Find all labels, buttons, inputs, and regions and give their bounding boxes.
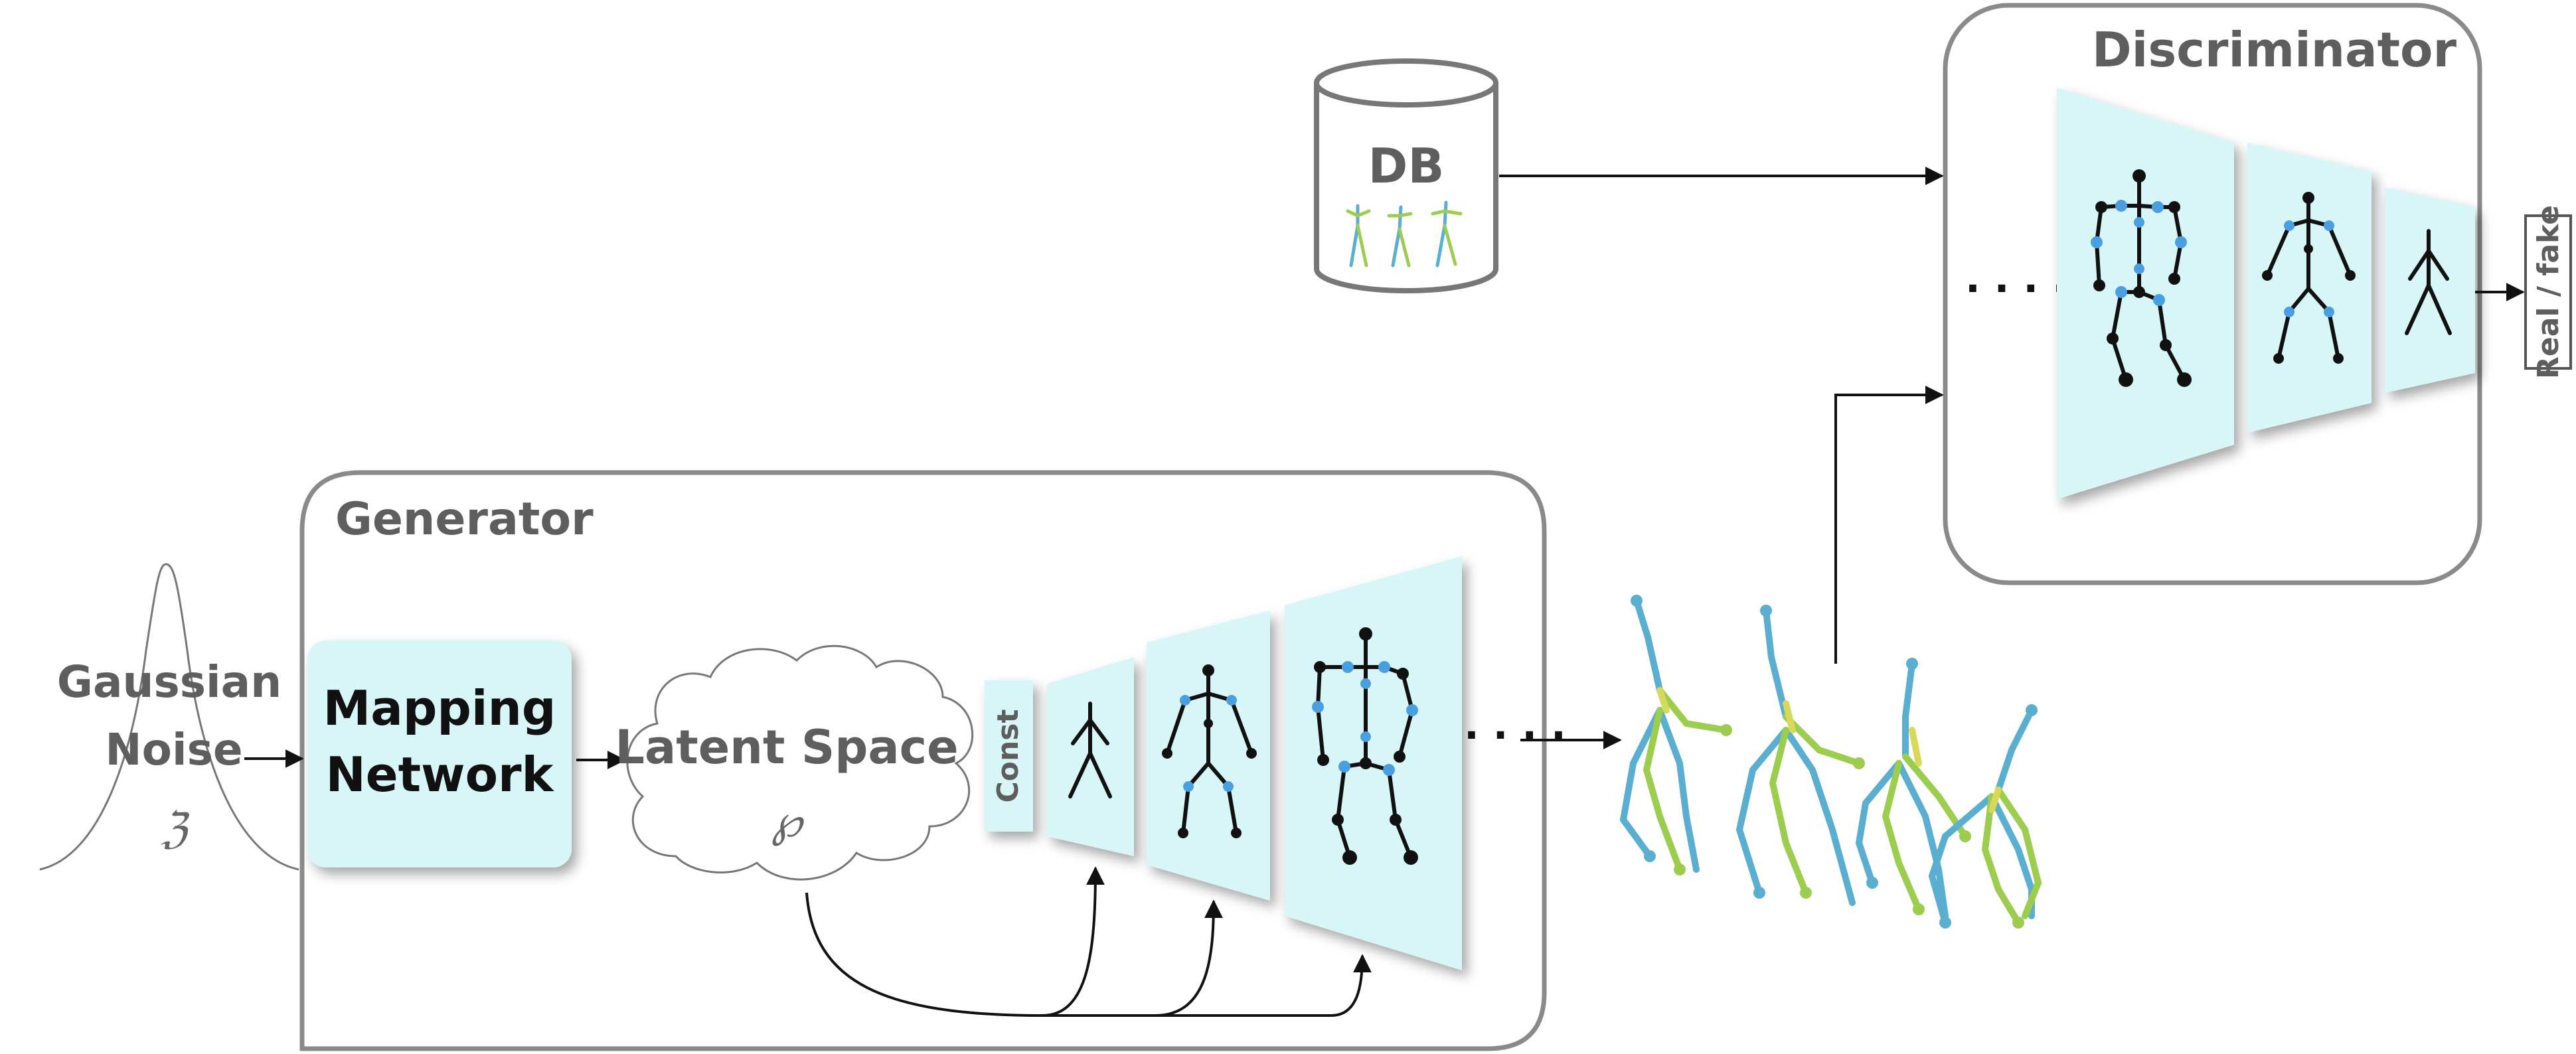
discriminator-layer-3 (2385, 187, 2475, 393)
generator-layer-2 (1147, 611, 1270, 901)
generator-layer-1 (1047, 657, 1134, 856)
motion-to-discriminator-arrow (1834, 386, 1944, 664)
database-motion-thumbnails (1346, 200, 1463, 267)
const-block: Const (985, 680, 1033, 832)
noise-symbol: ℨ (161, 804, 190, 854)
discriminator-title: Discriminator (2092, 22, 2457, 78)
mapping-label-line1: Mapping (323, 680, 556, 736)
style-injection-arrows (805, 866, 1372, 1017)
generated-motion-sequence (1619, 595, 2042, 929)
const-label: Const (991, 709, 1025, 802)
noise-label-line2: Noise (105, 724, 242, 775)
generator-title: Generator (335, 493, 594, 546)
generator-layer-3 (1285, 556, 1462, 970)
generator-ellipsis: · · · · (1464, 712, 1566, 759)
latent-symbol: ℘ (771, 796, 805, 847)
mapping-label-line2: Network (326, 747, 555, 802)
latent-space-cloud: Latent Space ℘ (615, 644, 974, 881)
discriminator-layer-1 (2057, 88, 2234, 499)
noise-label-line1: Gaussian (57, 656, 282, 708)
database-label: DB (1368, 138, 1445, 194)
discriminator-layer-2 (2247, 143, 2372, 433)
skeleton-icon (2405, 229, 2452, 335)
gaussian-noise: Gaussian Noise ℨ (39, 563, 299, 871)
discriminator-ellipsis-group: · · · · (1965, 265, 2067, 312)
gaussian-curve (39, 563, 299, 871)
mapping-network: Mapping Network (307, 640, 572, 867)
discriminator-ellipsis: · · · · (1965, 265, 2067, 312)
discriminator-frame: Discriminator (1943, 3, 2482, 585)
real-fake-label: Real / fake (2532, 205, 2565, 379)
latent-label: Latent Space (615, 720, 958, 775)
skeleton-icon (1068, 702, 1112, 798)
generator-frame: Generator (299, 470, 1547, 1051)
real-fake-output: Real / fake (2524, 205, 2572, 379)
skeleton-icon (1316, 632, 1414, 860)
database-cylinder: DB (1314, 58, 1498, 293)
